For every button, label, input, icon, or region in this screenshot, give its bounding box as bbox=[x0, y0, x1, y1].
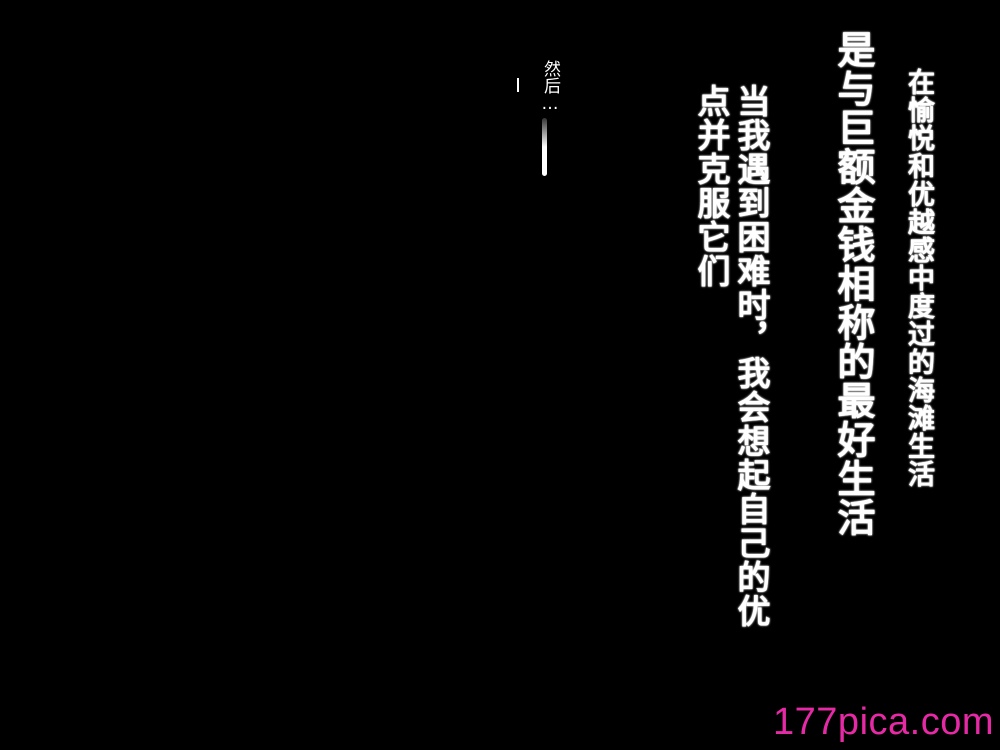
narration-line-difficulty-part2: 点并克服它们 bbox=[692, 84, 732, 289]
narration-then: 然后… bbox=[540, 60, 560, 114]
narration-line-beach-life: 在愉悦和优越感中度过的海滩生活 bbox=[903, 68, 935, 489]
narration-line-difficulty-part1: 当我遇到困难时，我会想起自己的优 bbox=[732, 84, 772, 629]
site-watermark: 177pica.com bbox=[773, 701, 994, 743]
dash-mark-small bbox=[517, 78, 519, 92]
narration-line-best-life: 是与巨额金钱相称的最好生活 bbox=[831, 30, 876, 538]
dash-mark-long bbox=[542, 118, 547, 176]
